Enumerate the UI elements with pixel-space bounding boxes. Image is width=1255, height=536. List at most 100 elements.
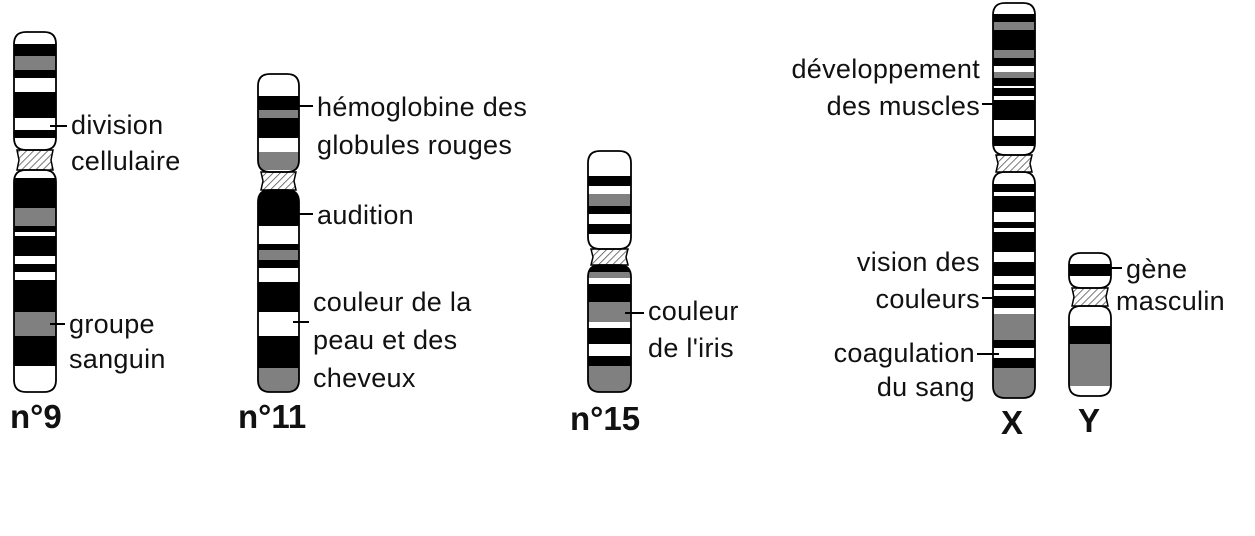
chromosome-band xyxy=(258,368,299,392)
chromosome-band xyxy=(14,336,56,366)
gene-label-line: gène xyxy=(1126,254,1187,284)
chromosome-band xyxy=(588,284,631,302)
chromosome-band xyxy=(993,232,1035,252)
chromosome-band xyxy=(588,176,631,186)
chromosome-number-label: n°15 xyxy=(570,400,640,437)
chromosome-band xyxy=(993,340,1035,348)
chromosome-band xyxy=(588,206,631,214)
gene-label-line: couleur de la xyxy=(313,287,472,317)
chromosome-band xyxy=(588,272,631,278)
chromosome-band xyxy=(14,312,56,336)
chromosome-band xyxy=(588,366,631,392)
chromosome-band xyxy=(258,250,299,260)
chromosome-band xyxy=(993,358,1035,368)
chromosome-band xyxy=(1069,344,1111,386)
chromosome-band xyxy=(993,314,1035,340)
chromosome-number-label: Y xyxy=(1078,402,1100,439)
chromosome-band xyxy=(258,118,299,138)
chromosome-band xyxy=(14,56,56,70)
gene-label-line: sanguin xyxy=(69,344,166,374)
chromosome-band xyxy=(1069,264,1111,276)
chromosome-band xyxy=(993,222,1035,228)
gene-label-line: couleurs xyxy=(876,284,980,314)
chromosome-band xyxy=(14,178,56,192)
chromosome-band xyxy=(258,282,299,312)
long-arm-bands xyxy=(1069,326,1111,386)
chromosome-band xyxy=(1069,326,1111,344)
chromosome-band xyxy=(588,194,631,206)
chromosome-band xyxy=(14,208,56,226)
chromosome-band xyxy=(993,196,1035,212)
gene-label: audition xyxy=(293,200,414,230)
chromosome-band xyxy=(993,100,1035,120)
chromosome-band xyxy=(14,236,56,256)
chromosome-band xyxy=(588,302,631,322)
gene-label-line: hémoglobine des xyxy=(317,92,527,122)
chromosome-band xyxy=(993,14,1035,22)
gene-label: coagulation du sang xyxy=(834,338,999,402)
short-arm-bands xyxy=(993,14,1035,146)
chromosome-band xyxy=(14,44,56,56)
centromere xyxy=(590,248,629,266)
chromosome-band xyxy=(993,22,1035,30)
gene-label-line: de l'iris xyxy=(648,333,734,363)
chromosome-band xyxy=(14,130,56,138)
chromosome-band xyxy=(14,280,56,312)
gene-label-line: coagulation xyxy=(834,338,975,368)
chromosome-band xyxy=(993,88,1035,96)
long-arm-bands xyxy=(993,184,1035,398)
chromosome-band xyxy=(993,368,1035,398)
chromosome-band xyxy=(993,184,1035,192)
chromosome-band xyxy=(993,78,1035,86)
centromere xyxy=(260,171,297,191)
long-arm-bands xyxy=(258,190,299,392)
gene-label-line: cheveux xyxy=(313,363,416,393)
gene-label-line: des muscles xyxy=(827,91,980,121)
chromosome-band xyxy=(258,152,299,170)
gene-label-line: vision des xyxy=(857,247,980,277)
gene-label: hémoglobine des globules rouges xyxy=(293,92,527,160)
chromosome-band xyxy=(993,30,1035,38)
gene-label-line: cellulaire xyxy=(71,146,181,176)
chromosome-band xyxy=(258,190,299,206)
chromosome-band xyxy=(14,226,56,232)
short-arm-bands xyxy=(14,44,56,138)
gene-label-line: audition xyxy=(317,200,414,230)
chromosome-band xyxy=(993,136,1035,146)
short-arm-bands xyxy=(588,176,631,234)
chromosome-band xyxy=(993,50,1035,58)
centromere xyxy=(995,154,1033,173)
chromosome-band xyxy=(14,264,56,272)
short-arm-bands xyxy=(258,96,299,170)
gene-label: vision des couleurs xyxy=(857,247,999,314)
chromosome-number-label: X xyxy=(1001,404,1023,441)
centromere xyxy=(16,149,54,171)
chromosome-band xyxy=(993,58,1035,66)
short-arm-bands xyxy=(1069,264,1111,276)
centromere xyxy=(1071,287,1109,307)
gene-label-line: globules rouges xyxy=(317,130,512,160)
long-arm-bands xyxy=(14,178,56,366)
chromosome-band xyxy=(993,284,1035,290)
gene-label-line: du sang xyxy=(877,372,975,402)
chromosome-band xyxy=(258,260,299,268)
chromosome-band xyxy=(14,70,56,78)
gene-label-line: masculin xyxy=(1116,286,1225,316)
chromosome-band xyxy=(993,296,1035,308)
chromosome-band xyxy=(993,72,1035,78)
chromosome-band xyxy=(258,110,299,118)
chromosome-band xyxy=(588,265,631,272)
